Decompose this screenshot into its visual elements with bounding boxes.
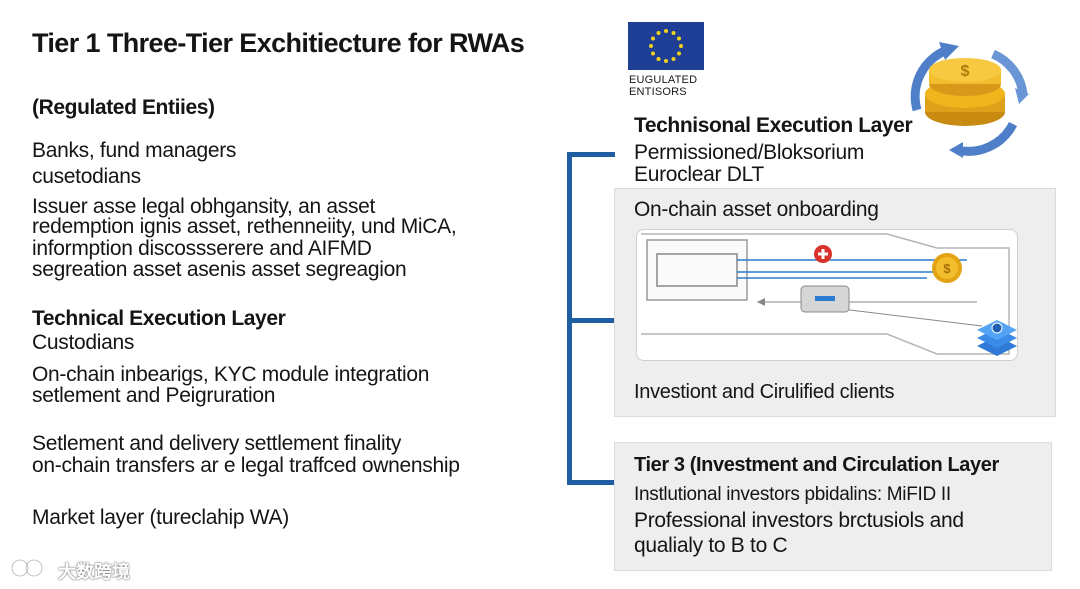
tier1-duty-2: informption discossserere and AIFMD xyxy=(32,237,372,260)
tier1-entity-1: cusetodians xyxy=(32,165,141,188)
coin-icon: $ xyxy=(931,252,963,284)
svg-text:$: $ xyxy=(943,261,951,276)
eu-badge-line-0: EUGULATED xyxy=(629,74,698,86)
tier3-heading: Tier 3 (Investment and Circulation Layer xyxy=(634,454,999,476)
eu-flag-icon xyxy=(628,22,704,70)
tier2-line-1: Euroclear DLT xyxy=(634,163,764,186)
settlement-line-1: on-chain transfers ar e legal traffced o… xyxy=(32,454,460,477)
eu-badge-label: EUGULATED ENTISORS xyxy=(629,74,697,98)
settlement-line-0: Setlement and delivery settlement finali… xyxy=(32,432,402,455)
onboarding-flow-diagram: $ xyxy=(636,229,1018,361)
tier-bracket-middle xyxy=(567,318,615,323)
tier2-line-0: Permissioned/Bloksorium xyxy=(634,141,865,164)
onboarding-label: On-chain asset onboarding xyxy=(634,198,879,221)
tier-bracket-top xyxy=(567,152,615,157)
tier2-heading-left: Technical Execution Layer xyxy=(32,307,286,330)
layers-stack-icon xyxy=(975,316,1019,358)
tier2-entity: Custodians xyxy=(32,331,135,354)
tier1-duty-1: redemption ignis asset, rethenneiity, un… xyxy=(32,215,457,238)
clients-label: Investiont and Cirulified clients xyxy=(634,381,895,403)
tier3-line-1: Professional investors brctusiols and xyxy=(634,509,964,532)
red-plus-icon xyxy=(813,244,833,264)
tier1-duty-3: segreation asset asenis asset segreagion xyxy=(32,258,407,281)
watermark: 大数跨境 xyxy=(10,556,130,585)
tier2-heading-right: Technisonal Execution Layer xyxy=(634,114,913,137)
svg-text:$: $ xyxy=(961,63,970,80)
coin-cycle-icon: $ xyxy=(895,32,1035,160)
tier2-duty-1: setlement and Peigruration xyxy=(32,384,276,407)
diagram-title: Tier 1 Three-Tier Exchitiecture for RWAs xyxy=(32,28,525,58)
market-layer: Market layer (tureclahip WA) xyxy=(32,506,289,529)
eu-badge-line-1: ENTISORS xyxy=(629,86,687,98)
tier1-heading: (Regulated Entiies) xyxy=(32,96,215,119)
tier3-line-0: Instlutional investors pbidalins: MiFID … xyxy=(634,484,951,505)
tier1-entity-0: Banks, fund managers xyxy=(32,139,237,162)
watermark-text: 大数跨境 xyxy=(58,561,130,582)
tier1-duty-0: Issuer asse legal obhgansity, an asset xyxy=(32,195,376,218)
tier-bracket-bottom xyxy=(567,480,615,485)
tier2-duty-0: On-chain inbearigs, KYC module integrati… xyxy=(32,363,430,386)
tier3-line-2: qualialy to B to C xyxy=(634,534,788,557)
watermark-logo-icon xyxy=(10,556,52,585)
tier3-panel: Tier 3 (Investment and Circulation Layer… xyxy=(614,442,1052,571)
onboarding-panel: On-chain asset onboarding xyxy=(614,188,1056,417)
